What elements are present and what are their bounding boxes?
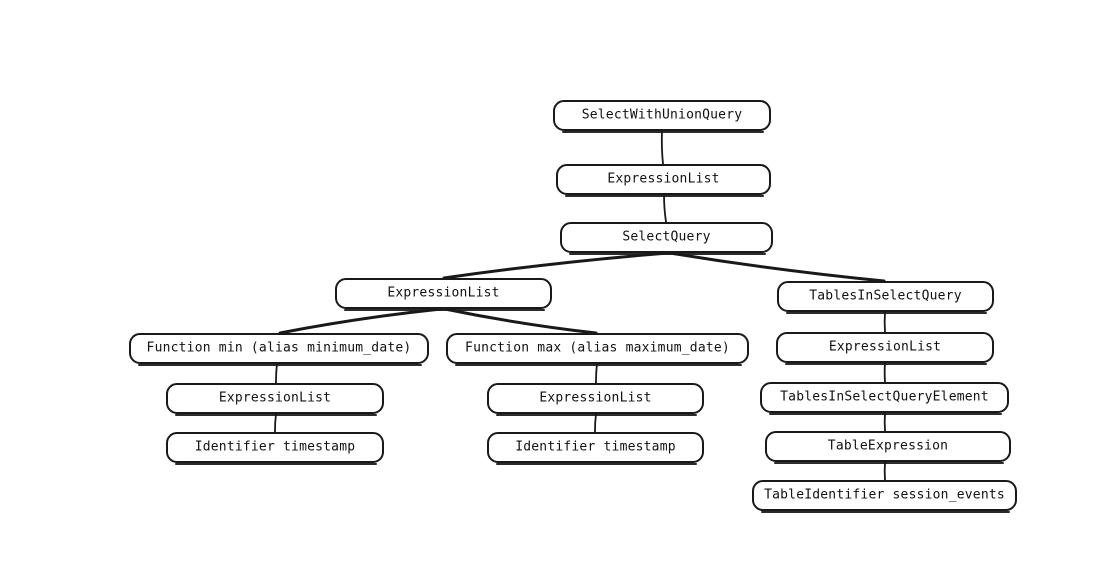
tree-edge bbox=[594, 413, 597, 433]
tree-node[interactable]: ExpressionList bbox=[166, 383, 384, 416]
tree-node[interactable]: ExpressionList bbox=[776, 332, 994, 365]
tree-node[interactable]: Identifier timestamp bbox=[487, 432, 704, 465]
tree-node[interactable]: Identifier timestamp bbox=[166, 432, 384, 465]
tree-edge bbox=[595, 363, 598, 384]
tree-node[interactable]: TableIdentifier session_events bbox=[752, 480, 1017, 513]
tree-node-label: ExpressionList bbox=[218, 390, 332, 406]
tree-node-label: Function min (alias minimum_date) bbox=[146, 340, 412, 356]
tree-node[interactable]: ExpressionList bbox=[556, 164, 771, 197]
tree-node-label: TableIdentifier session_events bbox=[764, 487, 1005, 503]
tree-node[interactable]: ExpressionList bbox=[487, 383, 704, 416]
tree-node-label: TablesInSelectQueryElement bbox=[780, 389, 989, 405]
tree-node[interactable]: SelectWithUnionQuery bbox=[553, 100, 771, 133]
tree-edge bbox=[442, 251, 670, 280]
tree-node[interactable]: SelectQuery bbox=[560, 222, 773, 255]
tree-edge bbox=[663, 194, 667, 223]
tree-node[interactable]: Function max (alias maximum_date) bbox=[446, 333, 749, 366]
tree-edge bbox=[668, 251, 886, 283]
tree-node-label: ExpressionList bbox=[539, 390, 652, 406]
tree-edge bbox=[660, 130, 664, 165]
tree-edge bbox=[274, 413, 277, 433]
tree-node-label: ExpressionList bbox=[387, 285, 500, 301]
tree-node[interactable]: ExpressionList bbox=[335, 278, 552, 311]
tree-node[interactable]: Function min (alias minimum_date) bbox=[129, 333, 429, 366]
tree-node[interactable]: TablesInSelectQueryElement bbox=[760, 382, 1009, 415]
tree-edge bbox=[443, 307, 598, 335]
tree-node-label: Identifier timestamp bbox=[515, 439, 676, 455]
tree-node[interactable]: TableExpression bbox=[765, 431, 1011, 464]
tree-node-label: TableExpression bbox=[827, 438, 949, 454]
tree-node-label: SelectQuery bbox=[622, 229, 711, 245]
tree-node-label: TablesInSelectQuery bbox=[809, 288, 962, 304]
tree-node-label: ExpressionList bbox=[828, 339, 942, 355]
tree-node-label: Identifier timestamp bbox=[194, 439, 356, 455]
tree-edge bbox=[278, 307, 443, 335]
tree-node-label: ExpressionList bbox=[607, 171, 720, 187]
tree-node[interactable]: TablesInSelectQuery bbox=[777, 281, 994, 314]
tree-edge bbox=[275, 363, 278, 384]
tree-node-label: Function max (alias maximum_date) bbox=[465, 340, 730, 356]
tree-node-label: SelectWithUnionQuery bbox=[581, 107, 743, 123]
